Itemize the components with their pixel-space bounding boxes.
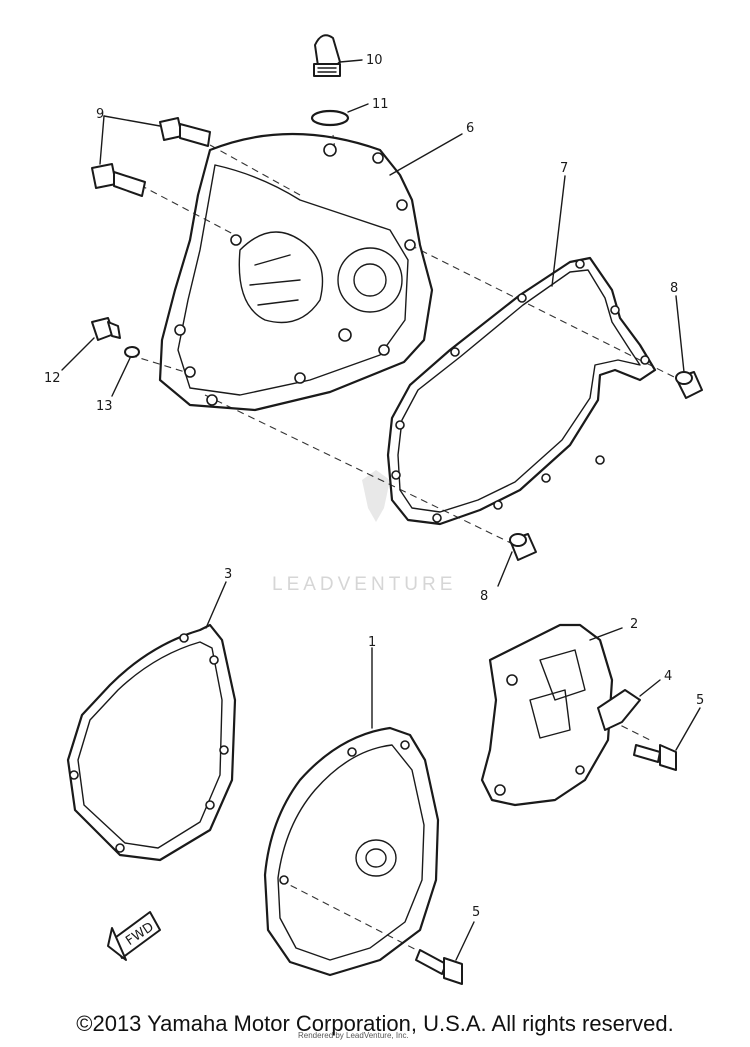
dowel-pin [509, 533, 537, 561]
screw-5 [633, 744, 677, 771]
callout-labels: 10 11 9 6 7 8 12 13 8 3 1 2 4 5 5 [44, 53, 704, 920]
cover-bore [337, 247, 403, 313]
callout-9: 9 [96, 107, 104, 122]
callout-2: 2 [630, 617, 638, 632]
alignment-line [204, 394, 516, 546]
crankcase-cover-gasket-3 [66, 623, 237, 862]
drain-plug [91, 317, 121, 341]
watermark-text: LEADVENTURE [272, 574, 456, 595]
callout-8-top: 8 [670, 281, 678, 296]
bolts-9 [91, 117, 211, 197]
leadventure-watermark: LEADVENTURE [272, 470, 456, 595]
copyright-notice: ©2013 Yamaha Motor Corporation, U.S.A. A… [76, 1011, 674, 1036]
callout-1: 1 [368, 635, 376, 650]
callout-5-right: 5 [696, 693, 704, 708]
callout-6: 6 [466, 121, 474, 136]
screw-5 [415, 949, 463, 985]
cover-boss [355, 839, 397, 877]
alignment-line [139, 184, 236, 236]
watermark-logo-icon [362, 470, 390, 522]
alignment-line [599, 714, 651, 741]
clip [597, 689, 641, 731]
callout-13: 13 [96, 399, 113, 414]
alignment-line [129, 354, 186, 373]
callout-7: 7 [560, 161, 568, 176]
forward-direction-arrow-icon: FWD [107, 911, 161, 961]
callout-3: 3 [224, 567, 232, 582]
callout-11: 11 [372, 97, 389, 112]
crankcase-cover [158, 132, 434, 412]
alignment-line [209, 144, 301, 196]
washer [124, 346, 140, 358]
callout-4: 4 [664, 669, 672, 684]
callout-5-bottom: 5 [472, 905, 480, 920]
sprocket-cover-bracket [480, 623, 614, 807]
dowel-pin [675, 371, 703, 399]
crankcase-cover-gasket [386, 256, 657, 526]
callout-12: 12 [44, 371, 61, 386]
render-credit: Rendered by LeadVenture, Inc. [298, 1031, 409, 1040]
leader-lines [61, 59, 701, 961]
crankcase-cover-1 [263, 726, 440, 977]
alignment-line [279, 879, 441, 963]
oil-filler-plug [313, 34, 341, 77]
callout-8-bottom: 8 [480, 589, 488, 604]
callout-10: 10 [366, 53, 383, 68]
alignment-line [409, 244, 681, 381]
o-ring [310, 109, 350, 127]
alignment-lines [129, 134, 681, 963]
